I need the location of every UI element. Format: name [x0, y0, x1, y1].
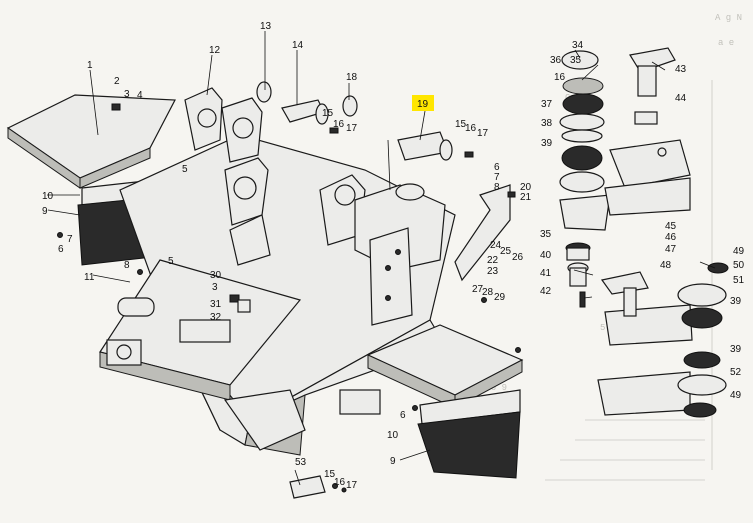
callout-25: 25 — [500, 246, 512, 257]
callout-40: 40 — [540, 250, 552, 261]
callout-51: 51 — [733, 275, 745, 286]
callout-46: 46 — [665, 232, 677, 243]
callout-6: 6 — [400, 410, 406, 421]
callout-16: 16 — [465, 123, 477, 134]
callout-21: 21 — [520, 192, 532, 203]
callout-52: 52 — [730, 367, 742, 378]
svg-text:A g N: A g N — [715, 13, 742, 23]
callout-15: 15 — [322, 108, 334, 119]
svg-text:A 6 9: A 6 9 — [480, 383, 507, 393]
slewing-bearing-stack — [559, 50, 693, 416]
boom-lug-brackets — [184, 87, 446, 326]
callout-17: 17 — [346, 480, 358, 491]
callout-53: 53 — [295, 457, 307, 468]
main-frame — [6, 94, 524, 479]
callout-10: 10 — [387, 430, 399, 441]
callout-6: 6 — [58, 244, 64, 255]
callout-39: 39 — [730, 296, 742, 307]
callout-12: 12 — [209, 45, 221, 56]
callout-15: 15 — [455, 119, 467, 130]
callout-23: 23 — [487, 266, 499, 277]
hardware-parts — [57, 81, 521, 499]
callout-44: 44 — [675, 93, 687, 104]
callout-5: 5 — [182, 164, 188, 175]
callout-35: 35 — [540, 229, 552, 240]
callout-10: 10 — [42, 191, 54, 202]
callout-47: 47 — [665, 244, 677, 255]
callout-50: 50 — [733, 260, 745, 271]
callout-13: 13 — [260, 21, 272, 32]
callout-45: 45 — [665, 221, 677, 232]
callout-19: 19 — [417, 99, 429, 110]
highlight-box-19 — [412, 95, 434, 111]
king-pin-assembly — [600, 47, 729, 418]
callout-18: 18 — [346, 72, 358, 83]
callout-1: 1 — [87, 60, 93, 71]
callout-43: 43 — [675, 64, 687, 75]
callout-37: 37 — [541, 99, 553, 110]
callout-49: 49 — [730, 390, 742, 401]
callout-16: 16 — [333, 119, 345, 130]
callout-34: 34 — [572, 40, 584, 51]
callout-26: 26 — [512, 252, 524, 263]
callout-42: 42 — [540, 286, 552, 297]
callout-38: 38 — [541, 118, 553, 129]
callout-29: 29 — [494, 292, 506, 303]
callout-35: 35 — [570, 55, 582, 66]
callout-24: 24 — [490, 240, 502, 251]
callout-27: 27 — [472, 284, 484, 295]
callout-14: 14 — [292, 40, 304, 51]
callout-41: 41 — [540, 268, 552, 279]
callout-8: 8 — [494, 182, 500, 193]
callout-30: 30 — [210, 270, 222, 281]
callout-17: 17 — [346, 123, 358, 134]
callout-15: 15 — [324, 469, 336, 480]
callout-36: 36 — [550, 55, 562, 66]
callout-3: 3 — [124, 89, 130, 100]
callout-16: 16 — [554, 72, 566, 83]
callout-49: 49 — [733, 246, 745, 257]
callout-7: 7 — [67, 234, 73, 245]
callout-28: 28 — [482, 287, 494, 298]
callout-6: 6 — [494, 162, 500, 173]
callout-39: 39 — [541, 138, 553, 149]
callout-16: 16 — [334, 477, 346, 488]
svg-text:a e: a e — [718, 38, 734, 48]
callout-17: 17 — [477, 128, 489, 139]
callout-4: 4 — [137, 90, 143, 101]
callout-3: 3 — [212, 282, 218, 293]
callout-7: 7 — [494, 172, 500, 183]
leader-lines — [47, 31, 716, 486]
callout-20: 20 — [520, 182, 532, 193]
callout-32: 32 — [210, 312, 222, 323]
callout-9: 9 — [390, 456, 396, 467]
callout-48: 48 — [660, 260, 672, 271]
callout-9: 9 — [42, 206, 48, 217]
callout-31: 31 — [210, 299, 222, 310]
callout-5: 5 — [168, 256, 174, 267]
callout-11: 11 — [84, 272, 95, 283]
callout-8: 8 — [124, 260, 130, 271]
callout-22: 22 — [487, 255, 499, 266]
callout-2: 2 — [114, 76, 120, 87]
callout-39: 39 — [730, 344, 742, 355]
callout-labels: 1 2 3 4 5 5 6 6 6 7 7 8 8 9 9 10 10 11 1… — [42, 21, 745, 491]
